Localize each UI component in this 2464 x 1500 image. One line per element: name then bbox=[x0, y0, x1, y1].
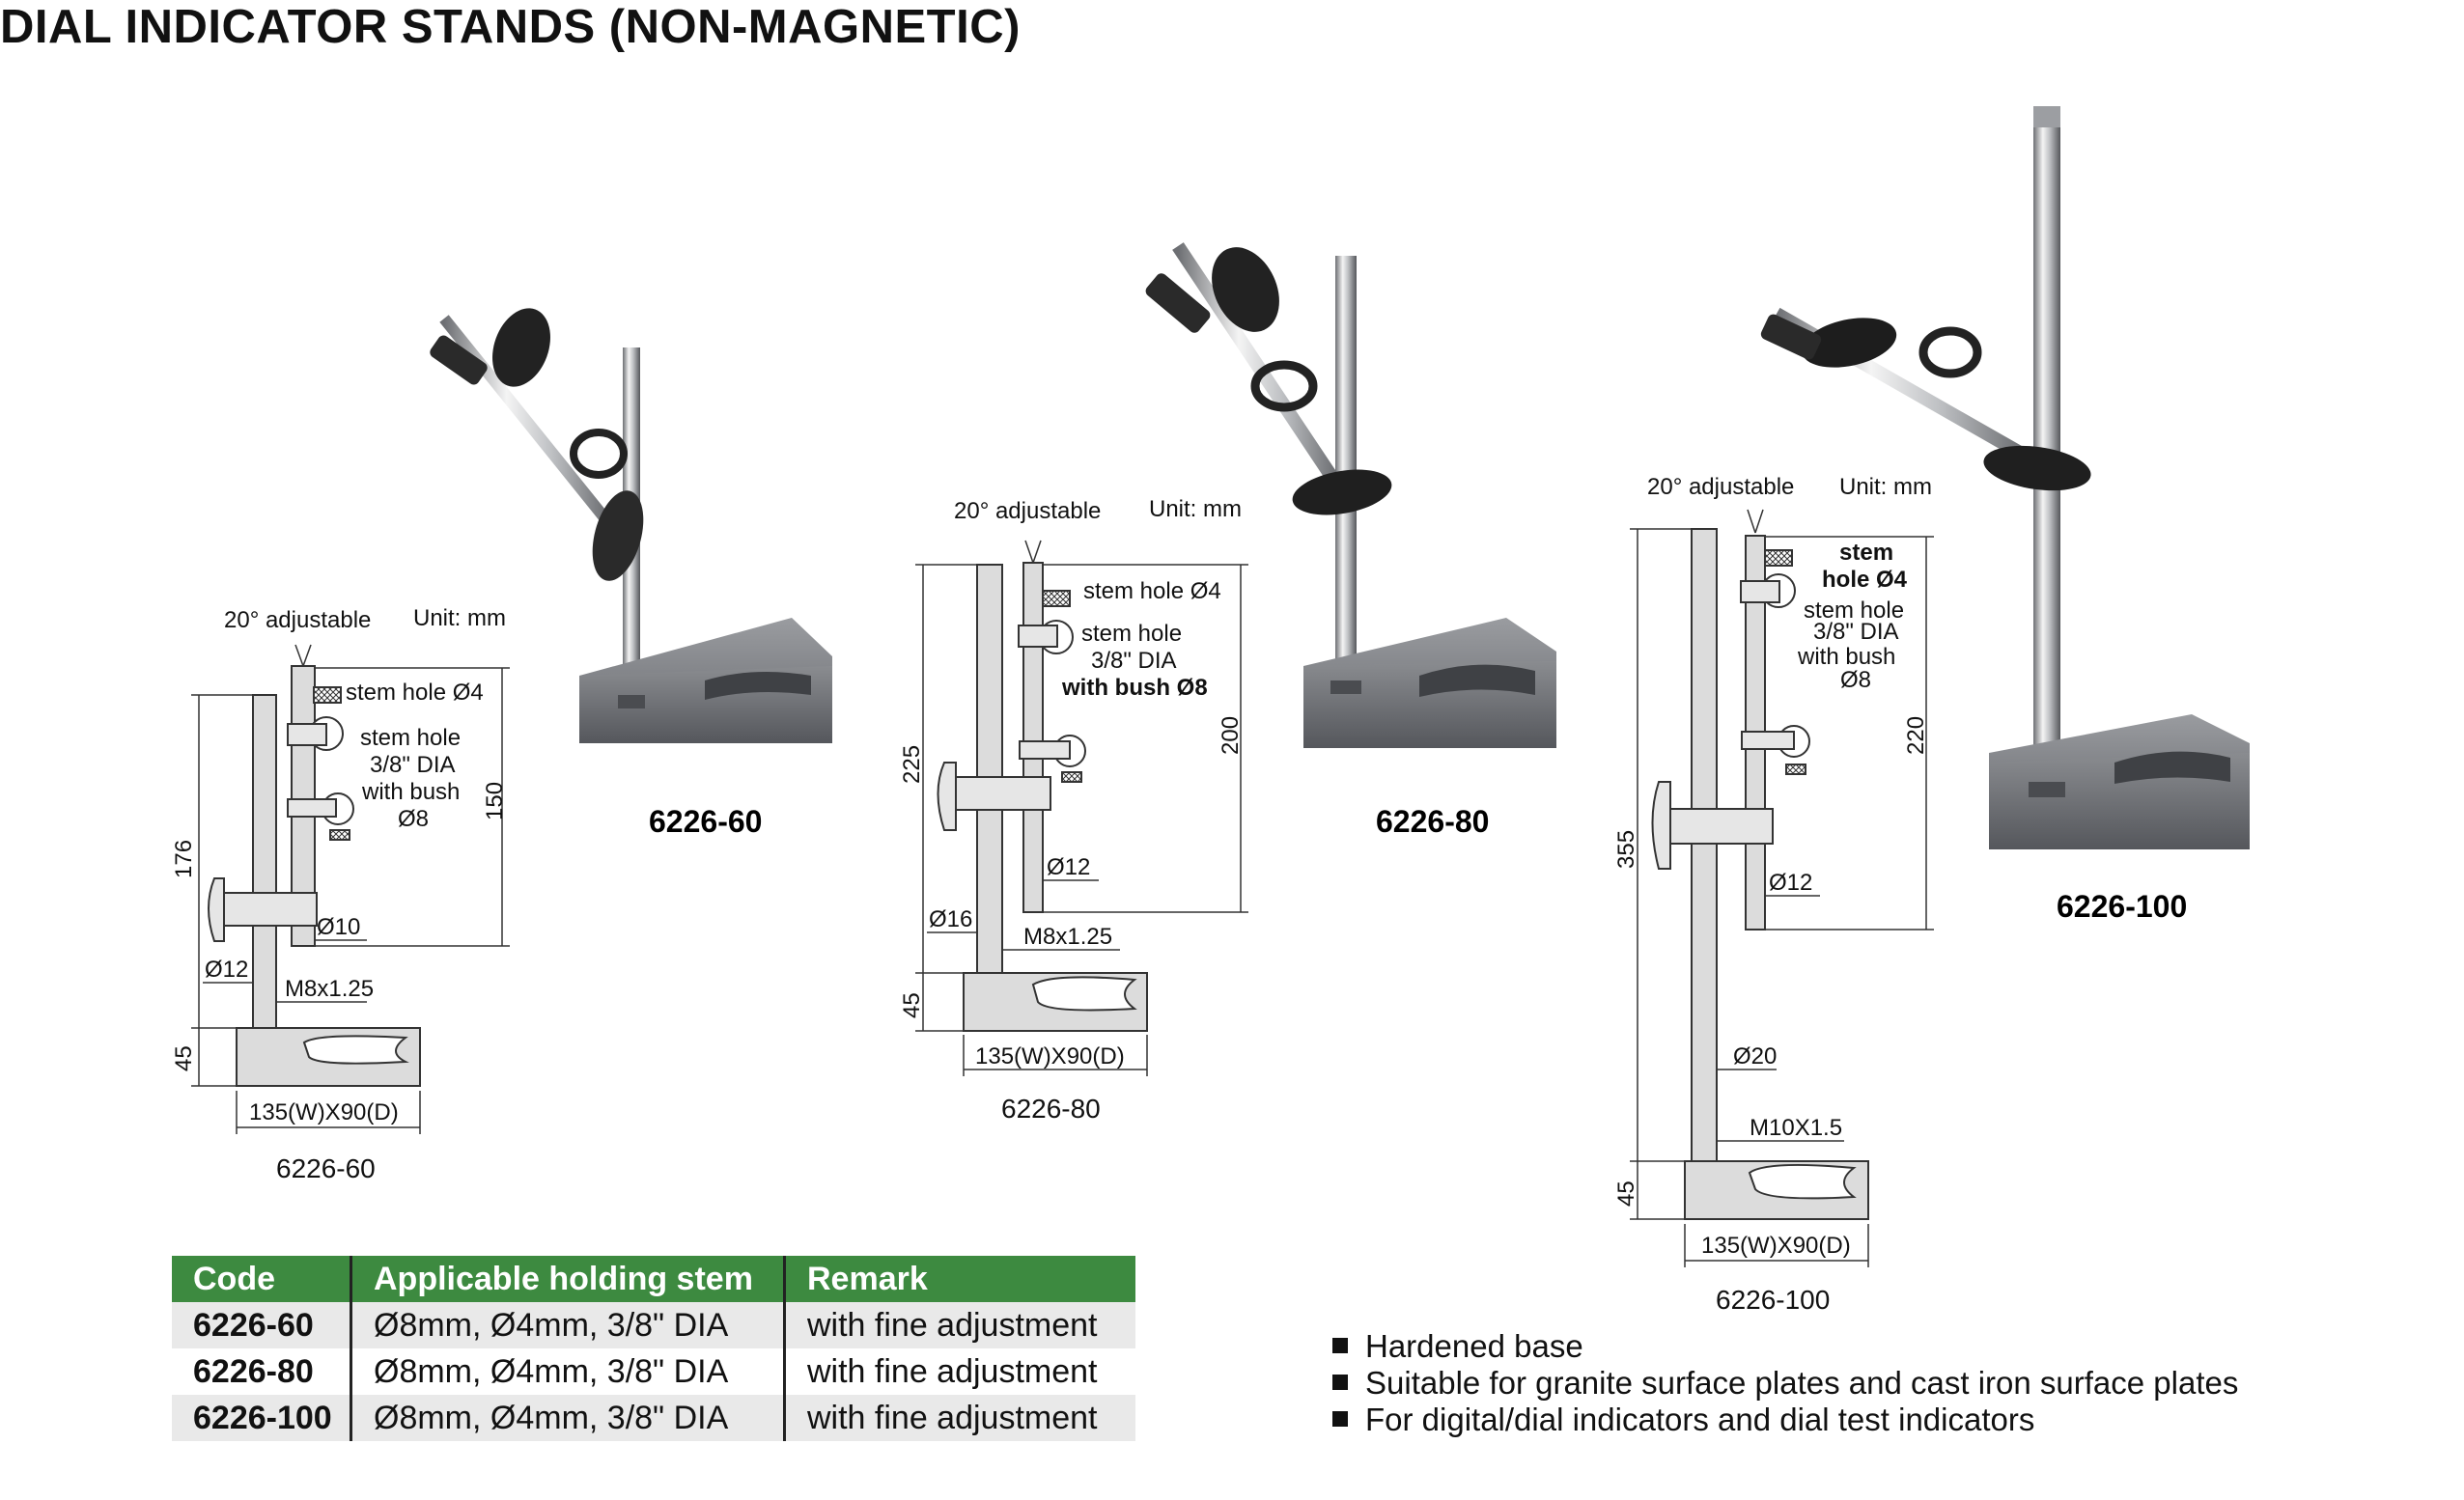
dim-base-size-6226-100: 135(W)X90(D) bbox=[1701, 1233, 1851, 1259]
drawing-6226-80 bbox=[937, 562, 1148, 1032]
dim-thread-6226-80: M8x1.25 bbox=[1023, 924, 1112, 950]
cell-holding-stem: Ø8mm, Ø4mm, 3/8" DIA bbox=[350, 1302, 785, 1348]
square-bullet-icon bbox=[1332, 1338, 1348, 1354]
feature-text: Hardened base bbox=[1365, 1328, 1583, 1364]
table-header-row: Code Applicable holding stem Remark bbox=[172, 1256, 1135, 1302]
caption-6226-100: 6226-100 bbox=[1716, 1285, 1830, 1315]
angle-label-6226-80: 20° adjustable bbox=[954, 498, 1101, 524]
feature-text: Suitable for granite surface plates and … bbox=[1365, 1365, 2239, 1401]
cell-holding-stem: Ø8mm, Ø4mm, 3/8" DIA bbox=[350, 1395, 785, 1441]
feature-item: Hardened base bbox=[1332, 1328, 2238, 1365]
dim-height-total-6226-80: 225 bbox=[899, 745, 925, 784]
dim-thread-6226-100: M10X1.5 bbox=[1750, 1115, 1842, 1141]
feature-item: For digital/dial indicators and dial tes… bbox=[1332, 1402, 2238, 1438]
note-6226-80-1: stem hole bbox=[1081, 621, 1182, 647]
dim-rod-dia-6226-100: Ø20 bbox=[1733, 1043, 1777, 1069]
note-6226-100-1: hole Ø4 bbox=[1822, 567, 1908, 593]
spec-table: Code Applicable holding stem Remark 6226… bbox=[172, 1256, 1135, 1441]
caption-6226-60: 6226-60 bbox=[276, 1153, 376, 1183]
dim-height-total-6226-60: 176 bbox=[171, 840, 197, 878]
dim-thread-6226-60: M8x1.25 bbox=[285, 976, 374, 1002]
dim-clamp-dia-6226-60: Ø10 bbox=[317, 914, 360, 940]
table-row: 6226-60 Ø8mm, Ø4mm, 3/8" DIA with fine a… bbox=[172, 1302, 1135, 1348]
dim-height-arm-6226-100: 220 bbox=[1903, 716, 1929, 755]
dim-base-h-6226-80: 45 bbox=[899, 992, 925, 1018]
note-6226-100-2: stem hole bbox=[1804, 597, 1904, 624]
dim-base-h-6226-60: 45 bbox=[171, 1045, 197, 1071]
feature-list: Hardened base Suitable for granite surfa… bbox=[1332, 1328, 2238, 1438]
header-code: Code bbox=[172, 1256, 351, 1302]
dimension-lines-6226-60 bbox=[191, 644, 510, 1134]
drawing-6226-60 bbox=[208, 665, 421, 1087]
photo-6226-100 bbox=[1760, 106, 2250, 849]
cell-code: 6226-80 bbox=[172, 1348, 351, 1395]
feature-text: For digital/dial indicators and dial tes… bbox=[1365, 1402, 2035, 1437]
square-bullet-icon bbox=[1332, 1411, 1348, 1428]
angle-label-6226-60: 20° adjustable bbox=[224, 607, 371, 633]
note-6226-60-0: stem hole Ø4 bbox=[346, 680, 484, 706]
dim-height-total-6226-100: 355 bbox=[1613, 830, 1639, 869]
cell-remark: with fine adjustment bbox=[783, 1302, 1135, 1348]
square-bullet-icon bbox=[1332, 1375, 1348, 1391]
dimension-lines-6226-100 bbox=[1630, 509, 1934, 1267]
note-6226-100-0: stem bbox=[1839, 540, 1893, 566]
note-6226-80-2: 3/8" DIA bbox=[1091, 648, 1177, 674]
note-6226-60-4: Ø8 bbox=[398, 806, 429, 832]
photo-label-6226-60: 6226-60 bbox=[649, 804, 762, 839]
page-title: DIAL INDICATOR STANDS (NON-MAGNETIC) bbox=[0, 1, 1021, 53]
photo-label-6226-80: 6226-80 bbox=[1376, 804, 1489, 839]
feature-item: Suitable for granite surface plates and … bbox=[1332, 1365, 2238, 1402]
note-6226-60-3: with bush bbox=[361, 779, 460, 805]
dim-base-size-6226-80: 135(W)X90(D) bbox=[975, 1043, 1125, 1069]
photo-6226-80 bbox=[1145, 242, 1556, 748]
dim-rod-dia-6226-80: Ø16 bbox=[929, 906, 972, 932]
cell-holding-stem: Ø8mm, Ø4mm, 3/8" DIA bbox=[350, 1348, 785, 1395]
note-6226-100-5: Ø8 bbox=[1840, 667, 1871, 693]
cell-remark: with fine adjustment bbox=[783, 1395, 1135, 1441]
dim-clamp-dia-6226-80: Ø12 bbox=[1047, 854, 1090, 880]
dim-base-h-6226-100: 45 bbox=[1613, 1181, 1639, 1207]
note-6226-100-3: 3/8" DIA bbox=[1813, 619, 1899, 645]
header-holding-stem: Applicable holding stem bbox=[350, 1256, 785, 1302]
dim-base-size-6226-60: 135(W)X90(D) bbox=[249, 1099, 399, 1125]
drawing-6226-100 bbox=[1651, 528, 1869, 1220]
dim-height-arm-6226-60: 150 bbox=[482, 782, 508, 820]
note-6226-80-3: with bush Ø8 bbox=[1061, 675, 1208, 701]
dim-height-arm-6226-80: 200 bbox=[1218, 716, 1244, 755]
cell-code: 6226-100 bbox=[172, 1395, 351, 1441]
dim-rod-dia-6226-60: Ø12 bbox=[205, 957, 248, 983]
angle-label-6226-100: 20° adjustable bbox=[1647, 474, 1794, 500]
note-6226-100-4: with bush bbox=[1797, 644, 1895, 670]
cell-remark: with fine adjustment bbox=[783, 1348, 1135, 1395]
caption-6226-80: 6226-80 bbox=[1001, 1094, 1101, 1124]
photo-label-6226-100: 6226-100 bbox=[2057, 889, 2187, 924]
unit-label-6226-100: Unit: mm bbox=[1839, 474, 1932, 500]
table-row: 6226-80 Ø8mm, Ø4mm, 3/8" DIA with fine a… bbox=[172, 1348, 1135, 1395]
unit-label-6226-60: Unit: mm bbox=[413, 605, 506, 631]
note-6226-60-1: stem hole bbox=[360, 725, 461, 751]
note-6226-80-0: stem hole Ø4 bbox=[1083, 578, 1221, 604]
note-6226-60-2: 3/8" DIA bbox=[370, 752, 456, 778]
table-row: 6226-100 Ø8mm, Ø4mm, 3/8" DIA with fine … bbox=[172, 1395, 1135, 1441]
photo-6226-60 bbox=[430, 308, 832, 743]
unit-label-6226-80: Unit: mm bbox=[1149, 496, 1242, 522]
dimension-lines-6226-80 bbox=[915, 540, 1248, 1076]
dim-clamp-dia-6226-100: Ø12 bbox=[1769, 870, 1812, 896]
header-remark: Remark bbox=[783, 1256, 1135, 1302]
cell-code: 6226-60 bbox=[172, 1302, 351, 1348]
